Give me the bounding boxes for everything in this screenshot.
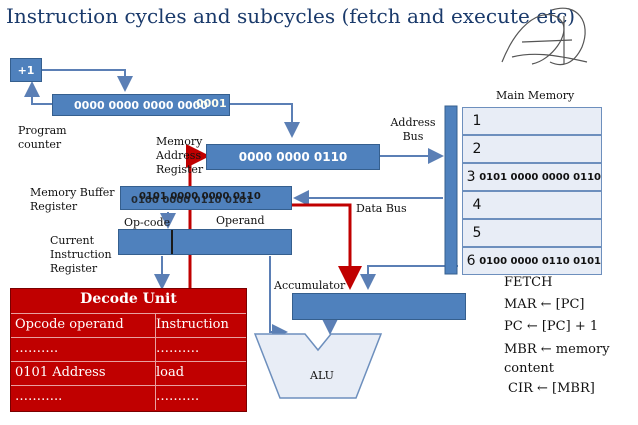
increment-box: +1 [10,58,42,82]
memory-cell: 3 0101 0000 0000 0110 [462,163,602,191]
decode-header-row: Opcode operand Instruction [11,313,246,338]
fetch-step: PC ← [PC] + 1 [504,319,599,334]
decode-cell: ……….. [15,389,63,404]
table-row: 0101 Address load [11,361,246,386]
memory-address: 4 [472,197,482,213]
address-bus-label: Address Bus [390,116,436,143]
memory-address: 2 [472,141,482,157]
decode-column-divider [155,314,156,410]
mar-register: 0000 0000 0110 [206,144,380,170]
memory-cell: 2 [462,135,602,163]
page-title: Instruction cycles and subcycles (fetch … [6,4,576,28]
memory-value: 0101 0000 0000 0110 [479,171,601,183]
decode-header-instruction: Instruction [156,317,229,332]
accumulator-label: Accumulator [274,279,346,292]
memory-address: 6 [466,253,476,269]
table-row: ……….. ………. [11,385,246,410]
opcode-label: Op-code [124,216,171,229]
fetch-step: MBR ← memory content [504,342,610,376]
increment-label: +1 [17,63,35,77]
data-bus-label: Data Bus [356,202,407,215]
mbr-label: Memory Buffer Register [30,186,115,213]
monogram-watermark-icon [501,7,588,66]
fetch-step: CIR ← [MBR] [508,381,595,396]
decode-cell: load [156,365,185,380]
memory-cell: 1 [462,107,602,135]
table-row: ………. ………. [11,337,246,362]
fetch-step: MAR ← [PC] [504,297,585,312]
mbr-value: 0101 0000 0000 0110 [139,191,261,202]
operand-label: Operand [216,214,265,227]
memory-cell: 4 [462,191,602,219]
decode-cell: ………. [156,389,200,404]
memory-address: 5 [472,225,482,241]
cir-label: Current Instruction Register [50,234,112,275]
decode-unit: Decode Unit Opcode operand Instruction …… [10,288,247,412]
decode-cell: ………. [15,341,59,356]
cir-divider [171,230,173,254]
program-counter-register: 0000 0000 0000 0000 [52,94,230,116]
mbr-register: 0101 0000 0000 0110 0100 0000 0110 0101 [120,186,292,210]
pc-label: Program counter [18,124,67,151]
pc-overlay-value: 0001 [196,97,227,110]
mar-label: Memory Address Register [156,135,204,176]
main-memory-title: Main Memory [496,89,575,102]
mar-value: 0000 0000 0110 [238,150,348,164]
memory-cell: 5 [462,219,602,247]
memory-cell: 6 0100 0000 0110 0101 [462,247,602,275]
accumulator-register [292,293,466,320]
cir-register [118,229,292,255]
fetch-steps: FETCH MAR ← [PC] PC ← [PC] + 1 MBR ← mem… [504,272,634,400]
memory-value: 0100 0000 0110 0101 [479,255,601,267]
memory-address: 1 [472,113,482,129]
fetch-heading: FETCH [504,275,553,290]
decode-unit-title: Decode Unit [80,291,177,307]
alu-label: ALU [310,369,334,382]
decode-cell: ………. [156,341,200,356]
main-memory: 1 2 3 0101 0000 0000 0110 4 5 6 0100 000… [462,107,602,275]
mbr-overlay-value: 0100 0000 0110 0101 [131,195,253,206]
decode-cell: 0101 Address [15,365,106,380]
decode-header-opcode: Opcode operand [15,317,124,332]
memory-address: 3 [466,169,476,185]
pc-value: 0000 0000 0000 0000 [74,98,208,112]
